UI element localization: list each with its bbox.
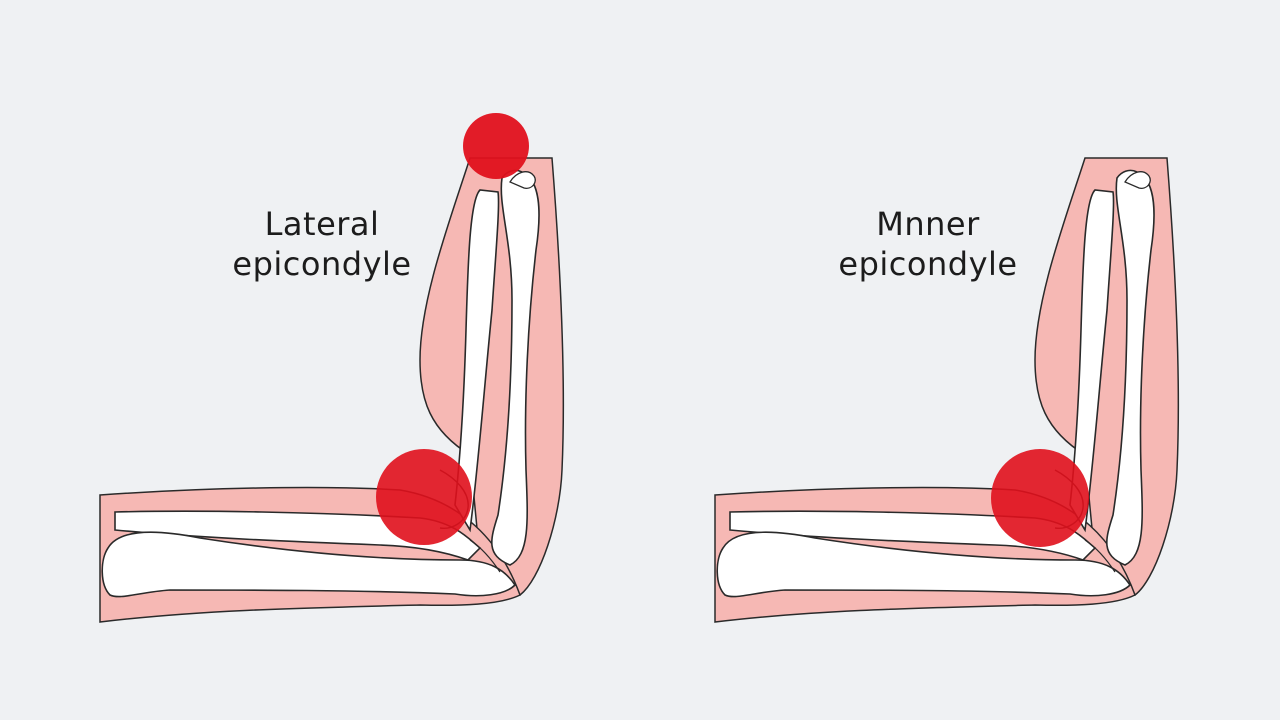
shoulder-pain-marker [463,113,529,179]
medial-epicondyle-label: Mnner epicondyle [818,204,1038,284]
label-line-2: epicondyle [232,245,412,283]
label-line-2: epicondyle [838,245,1018,283]
left-elbow-pain-marker [376,449,472,545]
lateral-epicondyle-label: Lateral epicondyle [212,204,432,284]
right-elbow-pain-marker [991,449,1089,547]
label-line-1: Lateral [264,205,380,243]
label-line-1: Mnner [876,205,980,243]
